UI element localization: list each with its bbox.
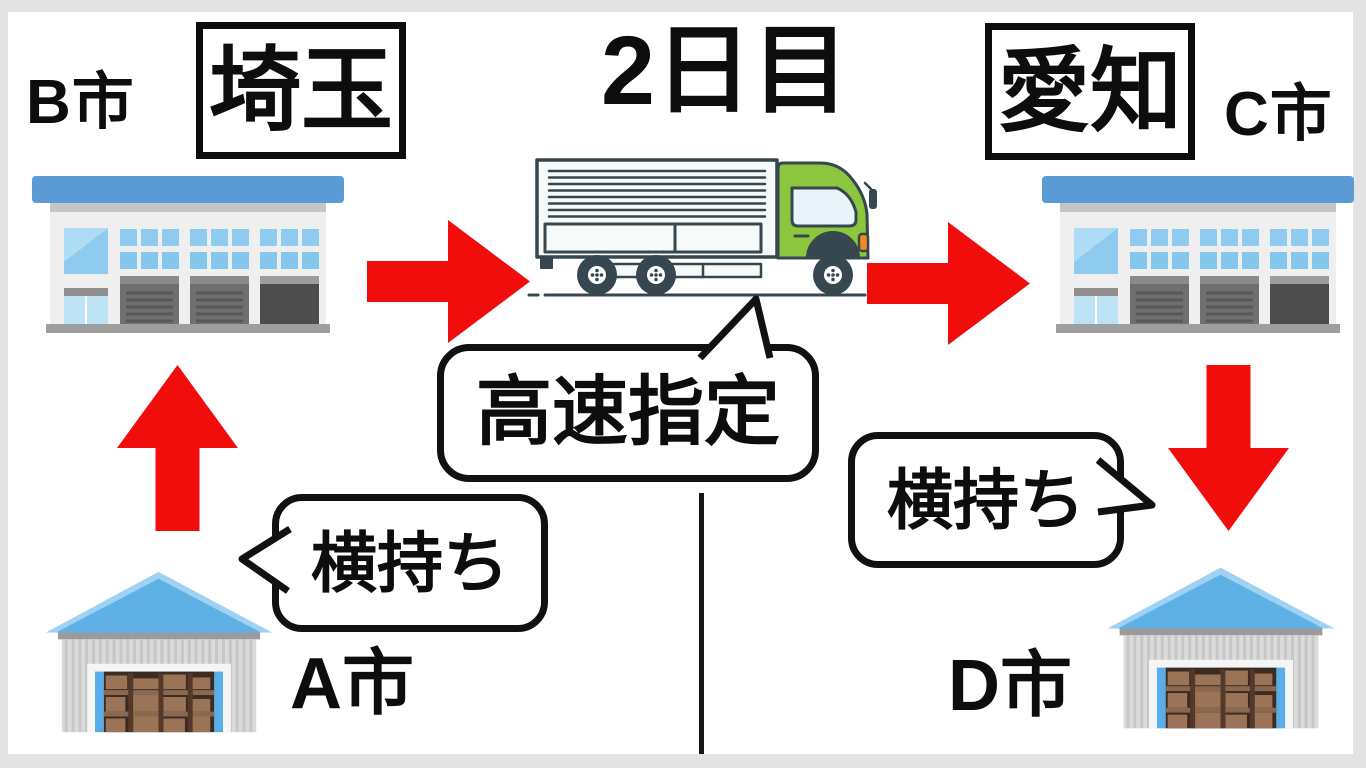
city-label-c: C市 [1224,80,1333,149]
city-label-b: B市 [26,68,135,137]
speech-bubble-tail [1095,457,1156,516]
speech-bubble-lateral-right-text: 横持ち [887,463,1085,537]
truck-icon [527,158,877,297]
arrow-down-icon [1168,365,1289,531]
prefecture-box-aichi: 愛知 [985,23,1195,160]
speech-bubble-highway: 高速指定 [437,344,819,482]
warehouse-icon [46,571,272,733]
prefecture-box-aichi-text: 愛知 [997,40,1182,143]
divider-line [699,493,704,754]
speech-bubble-tail [238,526,292,594]
prefecture-box-saitama-text: 埼玉 [208,39,393,142]
warehouse-icon [1107,567,1335,729]
city-label-d: D市 [948,646,1072,726]
prefecture-box-saitama: 埼玉 [196,22,406,159]
city-label-a: A市 [290,644,414,724]
speech-bubble-highway-text: 高速指定 [476,370,780,455]
office-building-icon [32,176,344,333]
office-building-icon [1042,176,1354,333]
page-title: 2日目 [601,16,849,125]
arrow-up-icon [117,365,238,531]
speech-bubble-lateral-right: 横持ち [848,432,1124,568]
speech-bubble-lateral-left: 横持ち [272,494,548,632]
speech-bubble-tail [697,295,774,360]
arrow-right-icon [367,220,530,343]
arrow-right-icon [867,222,1030,345]
speech-bubble-lateral-left-text: 横持ち [311,526,509,600]
